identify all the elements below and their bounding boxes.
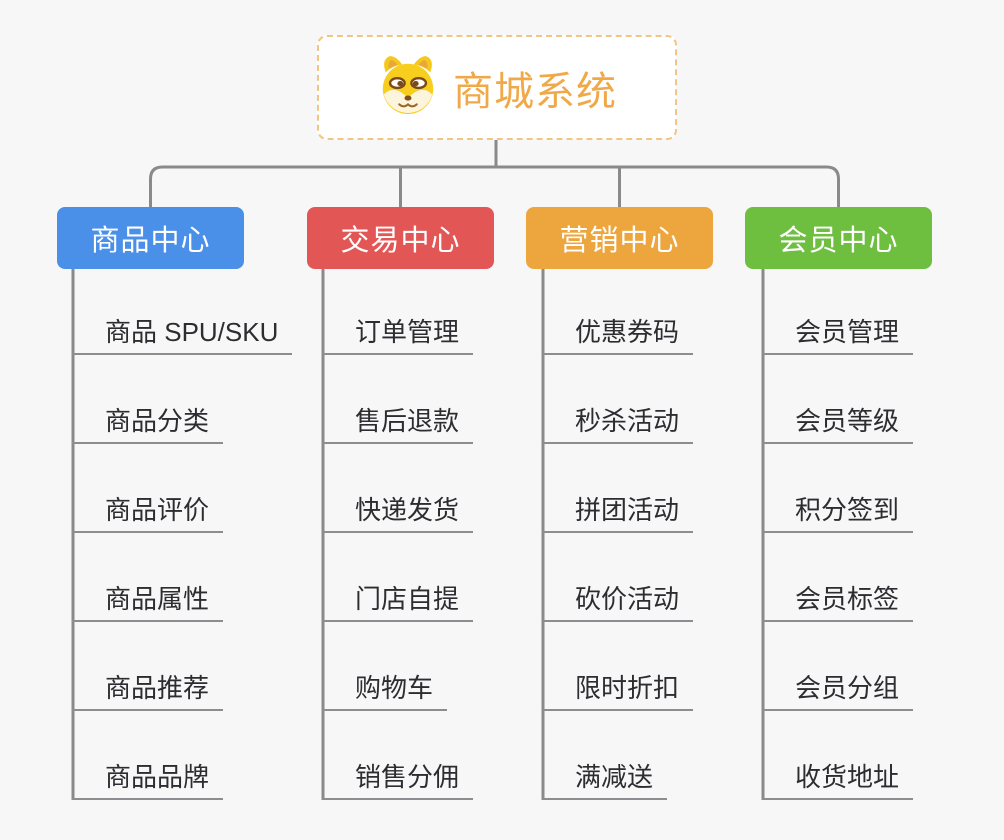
root-connector-line	[71, 140, 840, 800]
branch-node-product-center[interactable]: 商品中心	[57, 207, 244, 269]
leaf-node[interactable]: 会员等级	[762, 402, 914, 444]
leaf-node[interactable]: 售后退款	[322, 402, 474, 444]
leaf-node[interactable]: 会员管理	[762, 313, 914, 355]
leaf-node[interactable]: 商品推荐	[72, 669, 224, 711]
branch-node-trade-center[interactable]: 交易中心	[307, 207, 494, 269]
branch-node-member-center[interactable]: 会员中心	[745, 207, 932, 269]
leaf-node[interactable]: 商品属性	[72, 580, 224, 622]
leaf-node[interactable]: 秒杀活动	[542, 402, 694, 444]
leaf-node[interactable]: 限时折扣	[542, 669, 694, 711]
leaf-node[interactable]: 收货地址	[762, 758, 914, 800]
leaf-node[interactable]: 满减送	[542, 758, 668, 800]
leaf-node[interactable]: 商品品牌	[72, 758, 224, 800]
leaf-node[interactable]: 门店自提	[322, 580, 474, 622]
leaf-node[interactable]: 会员分组	[762, 669, 914, 711]
leaf-node[interactable]: 积分签到	[762, 491, 914, 533]
branch-node-marketing-center[interactable]: 营销中心	[526, 207, 713, 269]
leaf-node[interactable]: 砍价活动	[542, 580, 694, 622]
leaf-node[interactable]: 会员标签	[762, 580, 914, 622]
leaf-node[interactable]: 商品评价	[72, 491, 224, 533]
dog-face-icon	[377, 54, 439, 121]
leaf-node[interactable]: 商品 SPU/SKU	[72, 313, 293, 355]
leaf-node[interactable]: 拼团活动	[542, 491, 694, 533]
leaf-node[interactable]: 订单管理	[322, 313, 474, 355]
leaf-node[interactable]: 销售分佣	[322, 758, 474, 800]
leaf-node[interactable]: 购物车	[322, 669, 448, 711]
leaf-node[interactable]: 优惠券码	[542, 313, 694, 355]
root-title: 商城系统	[453, 69, 617, 114]
root-node[interactable]: 商城系统	[317, 35, 677, 140]
leaf-node[interactable]: 商品分类	[72, 402, 224, 444]
leaf-node[interactable]: 快递发货	[322, 491, 474, 533]
